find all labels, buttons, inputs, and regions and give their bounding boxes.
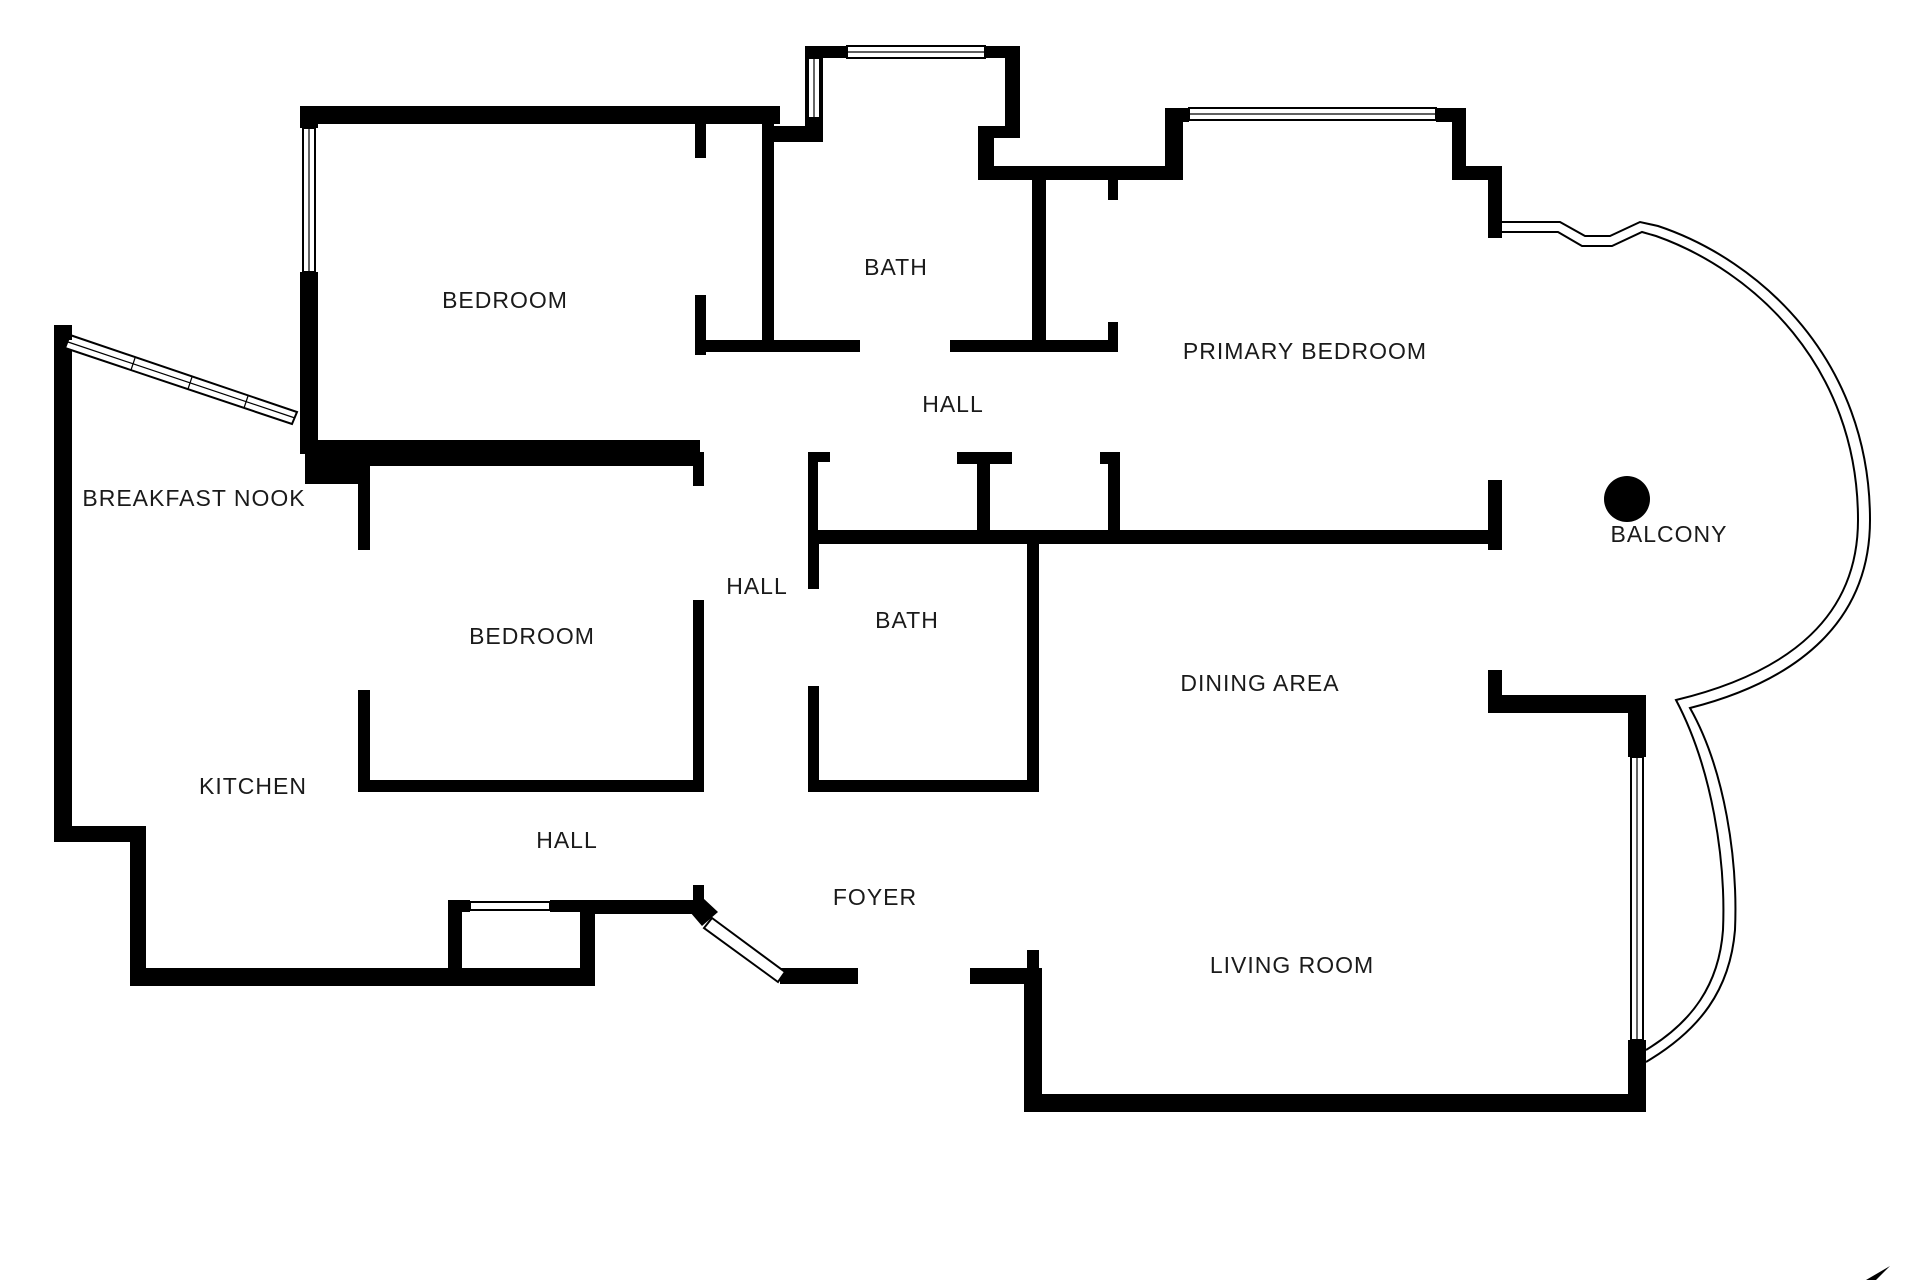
wall-segment [805, 46, 847, 58]
label-bedroom-top: BEDROOM [442, 287, 568, 313]
wall-segment [808, 452, 818, 534]
balcony-post [1604, 476, 1650, 522]
wall-segment [808, 686, 819, 792]
wall-segment [970, 968, 1030, 984]
wall-segment [693, 452, 704, 486]
wall-segment [780, 968, 858, 984]
wall-segment [695, 340, 860, 352]
label-bath-top: BATH [864, 254, 928, 280]
wall-segment [1488, 670, 1502, 710]
wall-segment [54, 826, 146, 842]
wall-segment [1108, 452, 1120, 532]
wall-segment [358, 780, 703, 792]
wall-segment [300, 440, 700, 454]
label-breakfast-nook: BREAKFAST NOOK [82, 485, 305, 511]
wall-segment [300, 106, 318, 128]
window [63, 333, 299, 426]
room-labels: BEDROOM BATH PRIMARY BEDROOM HALL BREAKF… [82, 254, 1728, 978]
label-dining-area: DINING AREA [1180, 670, 1339, 696]
wall-segment [300, 106, 780, 124]
wall-segment [1027, 544, 1039, 792]
wall-segment [808, 452, 830, 462]
wall-segment [1027, 950, 1039, 980]
wall-segment [355, 452, 695, 466]
label-foyer: FOYER [833, 884, 917, 910]
wall-segment [54, 325, 72, 840]
wall-segment [690, 898, 718, 926]
wall-segment [1108, 322, 1118, 352]
wall-segment [1452, 108, 1466, 180]
wall-segment [808, 530, 1502, 544]
label-living-room: LIVING ROOM [1210, 952, 1374, 978]
wall-segment [808, 534, 819, 589]
wall-segment [693, 885, 704, 913]
wall-segment [1005, 46, 1020, 138]
wall-segment [1488, 695, 1646, 713]
window [1630, 756, 1644, 1041]
label-hall-upper: HALL [922, 391, 984, 417]
wall-segment [1024, 1094, 1646, 1112]
wall-segment [130, 826, 146, 986]
label-balcony: BALCONY [1611, 521, 1728, 547]
window [302, 127, 316, 273]
wall-segment [1024, 968, 1042, 1110]
wall-segment [358, 452, 370, 550]
wall-segment [448, 900, 470, 912]
windows [54, 45, 1644, 1041]
wall-segment [1628, 1040, 1646, 1112]
wall-segment [695, 295, 706, 355]
label-hall-center: HALL [726, 573, 788, 599]
wall-segment [1032, 166, 1046, 351]
compass-fragment [1866, 1266, 1890, 1280]
wall-segment [762, 106, 774, 351]
wall-segment [808, 780, 1038, 792]
wall-segment [300, 272, 318, 452]
wall-segment [580, 900, 595, 986]
wall-segment [1165, 108, 1189, 122]
label-bedroom-middle: BEDROOM [469, 623, 595, 649]
window [846, 45, 986, 59]
wall-segment [978, 166, 1183, 180]
wall-segment [1108, 166, 1118, 200]
foyer-window [702, 916, 787, 984]
wall-segment [54, 325, 72, 340]
window [469, 901, 551, 911]
wall-segment [448, 900, 462, 986]
wall-segment [130, 968, 595, 986]
wall-segment [590, 900, 695, 914]
walls [54, 46, 1646, 1112]
label-kitchen: KITCHEN [199, 773, 307, 799]
wall-segment [695, 120, 706, 158]
window [1188, 107, 1437, 121]
balcony-railing [1502, 220, 1872, 1063]
wall-segment [693, 600, 704, 792]
window [807, 57, 821, 119]
wall-segment [1488, 166, 1502, 238]
wall-segment [1165, 108, 1183, 180]
wall-segment [358, 690, 370, 792]
label-bath-middle: BATH [875, 607, 939, 633]
wall-segment [977, 452, 990, 534]
wall-segment [978, 126, 994, 178]
label-primary-bedroom: PRIMARY BEDROOM [1183, 338, 1427, 364]
label-hall-lower: HALL [536, 827, 598, 853]
